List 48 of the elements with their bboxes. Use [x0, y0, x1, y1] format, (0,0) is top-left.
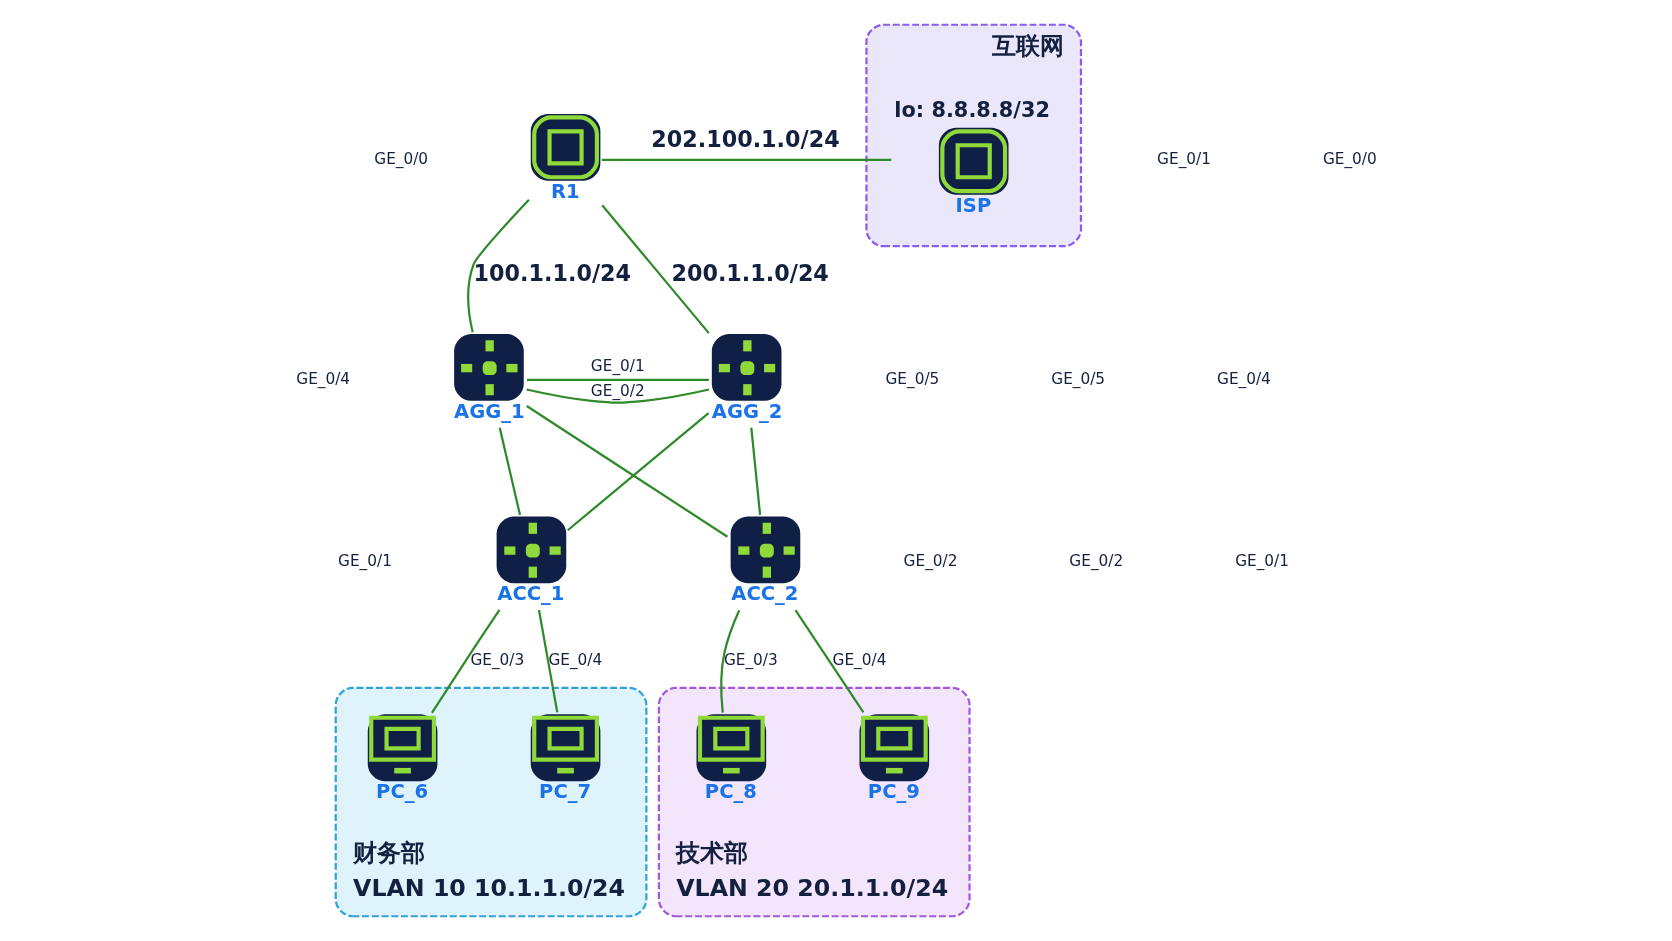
edge-label: GE_0/4 — [547, 651, 602, 670]
label: GE_0/1 — [337, 552, 392, 571]
connector — [498, 427, 521, 516]
node-label: PC_8 — [704, 780, 757, 804]
connector — [794, 609, 864, 713]
connector — [600, 204, 710, 334]
connector — [526, 378, 709, 382]
edge-label: GE_0/2 — [590, 382, 645, 401]
node-label: PC_6 — [375, 780, 428, 804]
connector — [525, 388, 709, 404]
node-box — [730, 516, 800, 584]
node-box — [453, 334, 524, 401]
connector — [601, 158, 891, 161]
node-label: R1 — [550, 179, 580, 203]
label: GE_0/5 — [1050, 369, 1105, 388]
label: GE_0/4 — [295, 369, 350, 388]
node-label: lo: 8.8.8.8/32 — [893, 97, 1050, 122]
label: GE_0/0 — [1322, 149, 1377, 168]
connector — [749, 427, 761, 516]
node-label: PC_9 — [867, 780, 920, 804]
node-label: AGG_2 — [711, 399, 782, 423]
node-label: ACC_2 — [730, 582, 798, 606]
node-label: ACC_1 — [496, 582, 564, 606]
node-label: ISP — [955, 193, 991, 217]
node-box — [711, 334, 781, 401]
node-label: AGG_1 — [453, 399, 525, 423]
edge-label: 200.1.1.0/24 — [670, 259, 829, 286]
label: GE_0/1 — [1234, 552, 1289, 571]
edge-label: GE_0/4 — [832, 651, 886, 670]
edge-label: GE_0/1 — [590, 357, 645, 376]
edge-label: GE_0/3 — [469, 651, 524, 670]
connector — [719, 609, 740, 713]
connector — [525, 405, 728, 538]
connector — [466, 198, 530, 333]
label: GE_0/0 — [373, 149, 428, 168]
node-box — [496, 516, 566, 584]
label: GE_0/2 — [1068, 552, 1123, 571]
label: GE_0/1 — [1156, 149, 1211, 168]
connector — [430, 609, 500, 714]
connector — [537, 609, 558, 713]
label: GE_0/4 — [1216, 369, 1271, 388]
edge-label: 100.1.1.0/24 — [473, 259, 631, 286]
edge-label: 202.100.1.0/24 — [650, 126, 840, 153]
connector — [566, 412, 709, 532]
label: GE_0/5 — [885, 369, 939, 388]
node-label: PC_7 — [538, 780, 591, 804]
label: GE_0/2 — [903, 552, 957, 571]
edge-label: GE_0/3 — [723, 651, 778, 670]
